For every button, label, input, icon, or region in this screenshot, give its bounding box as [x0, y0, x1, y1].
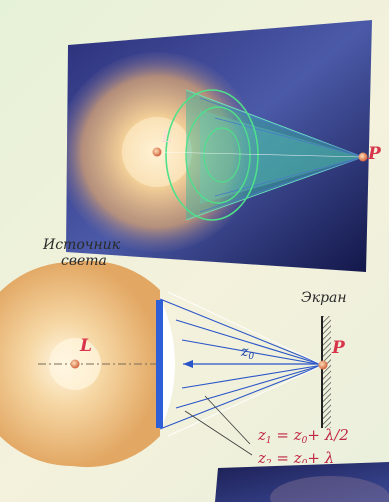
label-observer-top: P — [368, 144, 381, 164]
zone-strip — [156, 300, 163, 428]
formula-second-zone: z2 = z0+ λ — [258, 449, 335, 469]
formula-first-zone: z1 = z0+ λ/2 — [258, 426, 349, 446]
observer-point-top — [358, 152, 368, 162]
source-point-top — [152, 147, 162, 157]
caption-light-source-line1: Источник — [43, 237, 121, 253]
formula-leader-lines — [184, 395, 253, 456]
fresnel-zone-ring-outer — [165, 89, 259, 221]
label-observer-bottom: P — [332, 338, 345, 358]
ray-lines — [159, 298, 324, 430]
label-source-top: L — [162, 128, 172, 146]
screen-hatch — [322, 316, 331, 428]
caption-screen: Экран — [301, 290, 347, 306]
fresnel-zone-ring-inner — [203, 127, 241, 183]
wavefront-surface — [160, 297, 175, 431]
source-point-bottom — [70, 359, 80, 369]
caption-light-source-line2: света — [61, 253, 107, 269]
observer-point-bottom — [318, 360, 328, 370]
fresnel-zone-ring-middle — [185, 106, 251, 204]
lower-panel — [215, 462, 389, 502]
label-source-bottom: L — [80, 336, 92, 356]
fresnel-zone-cone — [156, 89, 364, 221]
distance-label: z0 — [241, 344, 255, 362]
